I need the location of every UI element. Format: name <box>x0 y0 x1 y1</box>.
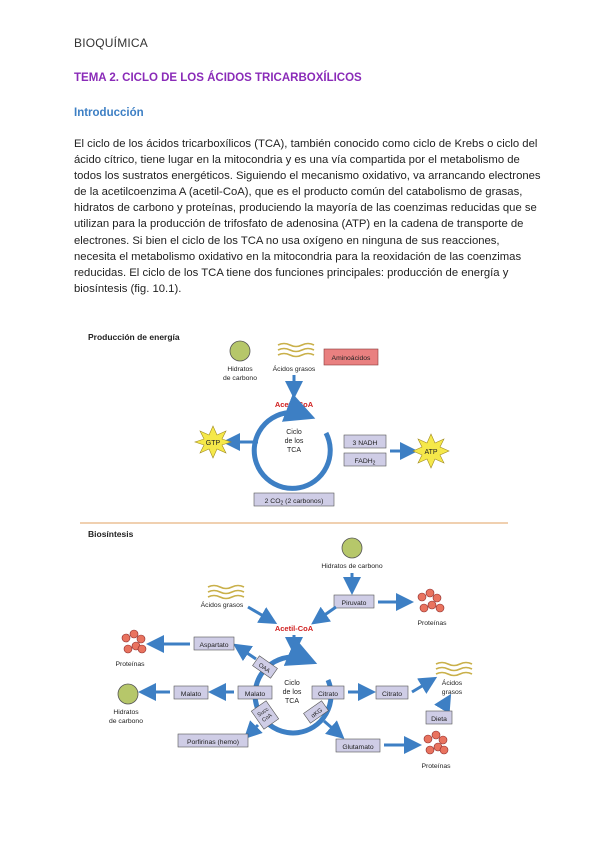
arrow-piruvato-to-acetyl <box>311 605 337 625</box>
energy-hc-line1: Hidratos <box>227 366 253 373</box>
fadh-label: FADH2 <box>355 458 376 467</box>
gtp-star-icon <box>194 425 232 459</box>
malato-outer-box <box>173 685 209 700</box>
nadh-box <box>343 434 387 449</box>
protein-icon-top <box>417 588 445 613</box>
arrow-succcoa-to-porfirinas <box>243 720 263 740</box>
atp-star-icon <box>412 433 450 469</box>
energy-cycle-line1: Ciclo <box>286 429 302 436</box>
citrato-outer-label: Citrato <box>382 691 402 698</box>
malato-inner-box <box>237 685 273 700</box>
arrow-fa-to-acetyl <box>247 605 278 625</box>
bio-cycle-line2: de los <box>283 689 302 696</box>
energy-acetylcoa-label: Acetil-CoA <box>275 400 314 409</box>
akg-box <box>303 700 329 724</box>
bio-cycle-line3: TCA <box>285 698 299 705</box>
bio-proteinas-bottom-label: Proteínas <box>421 763 451 770</box>
carbohydrate-icon <box>229 340 251 362</box>
dieta-label: Dieta <box>431 716 447 723</box>
bio-hc-top-label: Hidratos de carbono <box>321 563 382 570</box>
energy-cycle-line3: TCA <box>287 447 301 454</box>
bio-fatty-acid-icon-left <box>207 584 245 600</box>
bio-fatty-acids-left-label: Ácidos grasos <box>201 600 244 609</box>
intro-paragraph: El ciclo de los ácidos tricarboxílicos (… <box>74 138 541 295</box>
document-header: BIOQUÍMICA <box>74 36 149 50</box>
chapter-title: TEMA 2. CICLO DE LOS ÁCIDOS TRICARBOXÍLI… <box>74 72 362 84</box>
energy-panel-label: Producción de energía <box>88 332 180 342</box>
atp-label: ATP <box>424 449 437 456</box>
energy-cycle-line2: de los <box>285 438 304 445</box>
tca-figure: Producción de energía Hidratos de carbon… <box>80 332 508 770</box>
energy-hc-line2: de carbono <box>223 375 257 382</box>
malato-outer-label: Malato <box>181 691 202 698</box>
bio-fatty-acids-right-line2: grasos <box>442 689 463 696</box>
bio-proteinas-left-label: Proteínas <box>115 661 145 668</box>
bio-carbohydrate-left-icon <box>117 683 139 705</box>
arrow-akg-to-glutamato <box>323 719 345 739</box>
nadh-label: 3 NADH <box>353 440 378 447</box>
co2-box <box>253 492 335 507</box>
gtp-label: GTP <box>206 440 221 447</box>
aminoacids-box <box>323 348 379 366</box>
protein-icon-bottom <box>423 730 449 755</box>
bio-acetylcoa-label: Acetil-CoA <box>275 624 314 633</box>
energy-fatty-acids-label: Ácidos grasos <box>273 364 316 373</box>
co2-label: 2 CO2 (2 carbonos) <box>265 498 324 507</box>
dieta-box <box>425 710 453 725</box>
succcoa-label-line2: CoA <box>261 713 273 724</box>
aspartato-label: Aspartato <box>199 642 228 649</box>
aspartato-box <box>193 636 235 651</box>
bio-hc-left-line2: de carbono <box>109 718 143 725</box>
oaa-box <box>252 655 278 679</box>
section-heading: Introducción <box>74 107 144 119</box>
bio-proteinas-top-label: Proteínas <box>417 620 447 627</box>
fatty-acid-icon <box>277 342 315 358</box>
bio-cycle-line1: Ciclo <box>284 680 300 687</box>
fadh-box <box>343 452 387 467</box>
energy-tca-cycle-arc <box>251 393 333 491</box>
citrato-outer-box <box>375 685 409 700</box>
bio-fatty-acid-icon-right <box>435 661 473 677</box>
aminoacids-label: Aminoácidos <box>332 355 372 362</box>
piruvato-box <box>333 594 375 609</box>
piruvato-label: Piruvato <box>342 600 367 607</box>
bio-fatty-acids-right-line1: Ácidos <box>442 678 463 687</box>
glutamato-label: Glutamato <box>342 744 374 751</box>
arrow-dieta-to-fa <box>434 693 452 714</box>
bio-carbohydrate-top-icon <box>341 537 363 559</box>
arrow-citrato-to-fa <box>411 676 438 694</box>
glutamato-box <box>335 738 381 753</box>
biosynthesis-panel-label: Biosíntesis <box>88 529 134 539</box>
citrato-inner-box <box>311 685 345 700</box>
malato-inner-label: Malato <box>245 691 266 698</box>
bio-hc-left-line1: Hidratos <box>113 709 139 716</box>
arrow-oaa-to-aspartato <box>233 643 257 662</box>
porfirinas-box <box>177 733 249 748</box>
porfirinas-label: Porfirinas (hemo) <box>187 739 239 746</box>
protein-icon-left <box>121 629 147 654</box>
citrato-inner-label: Citrato <box>318 691 338 698</box>
